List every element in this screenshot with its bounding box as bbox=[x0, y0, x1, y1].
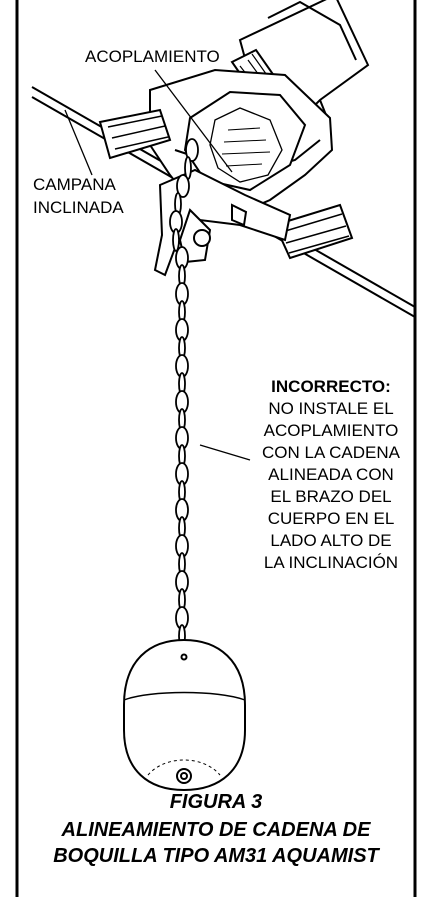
figure-number: FIGURA 3 bbox=[169, 791, 263, 813]
chain-link bbox=[176, 174, 190, 198]
warning-line-8: LA INCLINACIÓN bbox=[263, 553, 399, 572]
warning-title: INCORRECTO: bbox=[271, 377, 391, 396]
chain bbox=[169, 138, 199, 648]
warning-line-4: ALINEADA CON bbox=[268, 465, 394, 484]
warning-line-3: CON LA CADENA bbox=[262, 443, 400, 462]
warning-line-5: EL BRAZO DEL bbox=[270, 487, 392, 506]
warning-line-1: NO INSTALE EL bbox=[268, 399, 394, 418]
warning-line-7: LADO ALTO DE bbox=[270, 531, 392, 550]
caption-line-2: BOQUILLA TIPO AM31 AQUAMIST bbox=[53, 845, 379, 867]
warning-line-2: ACOPLAMIENTO bbox=[263, 421, 399, 440]
escutcheon bbox=[98, 108, 354, 260]
ceiling-label-line1: CAMPANA bbox=[33, 175, 116, 194]
warning-line-6: CUERPO EN EL bbox=[267, 509, 395, 528]
coupling-label: ACOPLAMIENTO bbox=[85, 47, 220, 66]
figure-frame bbox=[15, 0, 417, 897]
nozzle-bulb bbox=[123, 638, 246, 792]
body-arm bbox=[153, 168, 292, 277]
caption-line-1: ALINEAMIENTO DE CADENA DE bbox=[61, 819, 371, 841]
chain-link bbox=[172, 228, 180, 252]
chain-link bbox=[185, 138, 199, 162]
ceiling-label-line2: INCLINADA bbox=[33, 198, 124, 217]
leader-lines bbox=[64, 69, 251, 461]
